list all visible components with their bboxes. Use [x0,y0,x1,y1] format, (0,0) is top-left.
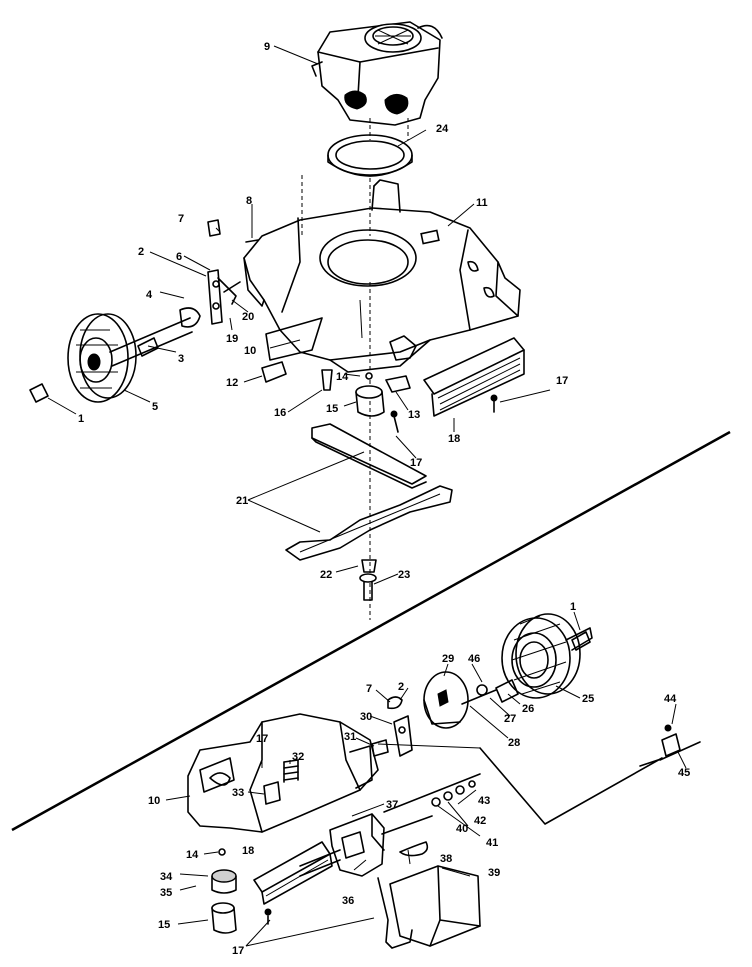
callout-40: 40 [456,823,468,835]
callout-17: 17 [556,375,568,387]
shaft-bushings [383,773,481,813]
callout-20: 20 [242,311,254,323]
callout-21: 21 [236,495,248,507]
callout-4: 4 [146,289,153,301]
callout-10: 10 [148,795,160,807]
blade-adapter [321,369,411,433]
height-adjuster [207,219,259,325]
callout-18: 18 [242,845,254,857]
callout-28: 28 [508,737,520,749]
callout-14: 14 [186,849,199,861]
gear-cover [423,671,469,729]
callout-7: 7 [178,213,184,225]
callout-14: 14 [336,371,349,383]
callout-27: 27 [504,713,516,725]
callout-1: 1 [78,413,84,425]
callout-15: 15 [158,919,170,931]
mower-blade-lower [285,485,453,561]
callout-17: 17 [410,457,422,469]
wheel-bolt [571,631,591,651]
cable-clip [639,724,701,767]
callout-35: 35 [160,887,172,899]
callout-3: 3 [178,353,184,365]
callout-45: 45 [678,767,690,779]
callout-24: 24 [436,123,449,135]
lower-baffle [253,841,333,925]
spring [263,759,299,805]
divider-line [11,430,731,832]
callout-11: 11 [476,197,488,209]
callout-30: 30 [360,711,372,723]
callout-15: 15 [326,403,338,415]
callout-25: 25 [582,693,594,705]
callout-10: 10 [244,345,256,357]
drive-cable [479,747,663,825]
callout-7: 7 [366,683,372,695]
callout-26: 26 [522,703,534,715]
callout-39: 39 [488,867,500,879]
callout-33: 33 [232,787,244,799]
callout-31: 31 [344,731,356,743]
deck-side-view [187,713,379,833]
rear-baffle [423,337,525,417]
drive-wheel [501,613,593,699]
leader-lines [47,45,687,947]
callout-13: 13 [408,409,420,421]
callout-43: 43 [478,795,490,807]
engine [311,21,443,126]
height-bracket [371,696,413,757]
callout-6: 6 [176,251,182,263]
callout-29: 29 [442,653,454,665]
callout-2: 2 [138,246,144,258]
callout-labels: 9 24 11 8 7 2 6 4 20 19 10 3 12 14 5 1 1… [78,41,690,957]
mower-blade-upper [311,423,427,489]
lower-adapter [211,848,237,934]
callout-5: 5 [152,401,158,413]
callout-19: 19 [226,333,238,345]
gasket-ring [327,134,413,177]
baffle-plate [261,317,323,383]
callout-17: 17 [256,733,268,745]
callout-9: 9 [264,41,270,53]
callout-44: 44 [664,693,677,705]
callout-46: 46 [468,653,480,665]
mower-deck [243,179,521,373]
callout-32: 32 [292,751,304,763]
callout-34: 34 [160,871,173,883]
callout-37: 37 [386,799,398,811]
callout-2: 2 [398,681,404,693]
callout-38: 38 [440,853,452,865]
callout-8: 8 [246,195,252,207]
callout-41: 41 [486,837,498,849]
callout-22: 22 [320,569,332,581]
callout-42: 42 [474,815,486,827]
callout-12: 12 [226,377,238,389]
callout-17: 17 [232,945,244,957]
callout-18: 18 [448,433,460,445]
callout-16: 16 [274,407,286,419]
callout-23: 23 [398,569,410,581]
transmission [299,813,433,877]
blade-bolt [359,559,377,601]
callout-36: 36 [342,895,354,907]
rear-wheel [29,307,201,403]
belt-cover [377,865,481,949]
callout-1: 1 [570,601,576,613]
